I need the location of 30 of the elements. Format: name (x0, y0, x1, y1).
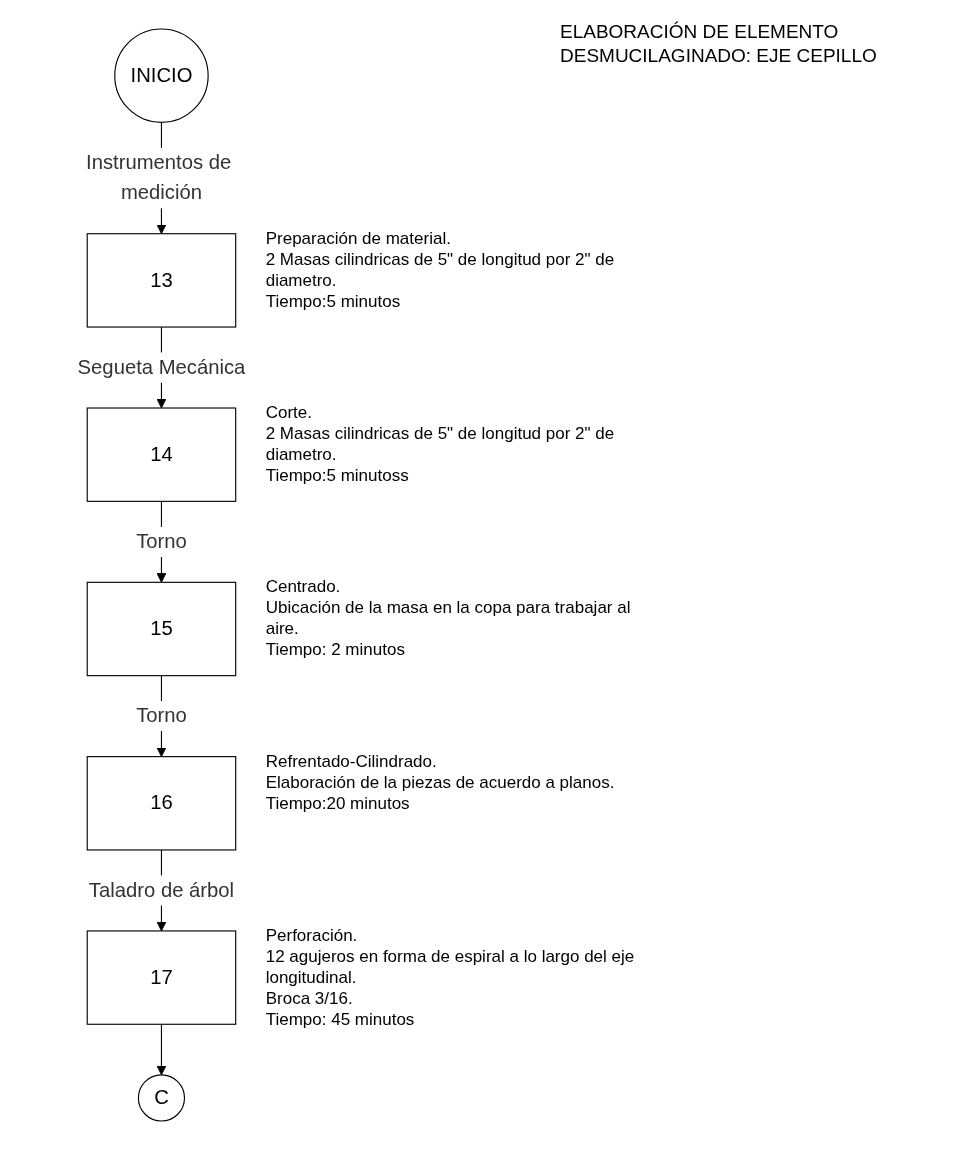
step-note: Preparación de material. (265, 227, 452, 249)
node-circle: INICIO (114, 28, 209, 123)
title: ELABORACIÓN DE ELEMENTO DESMUCILAGINADO: EJE CEPILLO (560, 20, 878, 68)
edge-label: Torno (136, 530, 187, 553)
step-note: Tiempo:5 minutoss (265, 465, 410, 486)
step-note: Refrentado-Cilindrado. (265, 750, 438, 772)
node-box: 17 (86, 930, 237, 1025)
edge-label: Taladro de árbol (88, 878, 235, 902)
node-circle: C (137, 1074, 186, 1122)
node-box: 14 (86, 407, 237, 502)
step-note: Corte. (265, 402, 313, 423)
edge-label: Torno (136, 704, 187, 727)
step-note: Elaboración de la piezas de acuerdo a planos. (265, 771, 616, 793)
step-note: 2 Masas cilindricas de 5" de longitud por 2" de diametro. (265, 248, 616, 291)
edge-label: Segueta Mecánica (77, 355, 246, 379)
step-note: Tiempo: 2 minutos (265, 639, 406, 661)
step-note: Centrado. (265, 576, 342, 598)
node-box: 15 (86, 581, 237, 677)
arrow (156, 1023, 167, 1076)
step-note: 2 Masas cilindricas de 5" de longitud por 2" de diametro. (265, 423, 616, 465)
edge-label: Instrumentos de medición (86, 151, 232, 204)
step-note: Ubicación de la masa en la copa para trabajar al aire. (265, 597, 632, 640)
node-box: 13 (86, 233, 237, 328)
step-note: Perforación. (265, 924, 359, 946)
step-note: Tiempo:5 minutos (265, 290, 402, 312)
step-note: 12 agujeros en forma de espiral a lo largo del eje longitudinal. (265, 945, 636, 988)
node-box: 16 (86, 756, 237, 851)
step-note: Broca 3/16. (265, 987, 354, 1009)
step-note: Tiempo:20 minutos (265, 792, 411, 814)
step-note: Tiempo: 45 minutos (265, 1008, 416, 1030)
